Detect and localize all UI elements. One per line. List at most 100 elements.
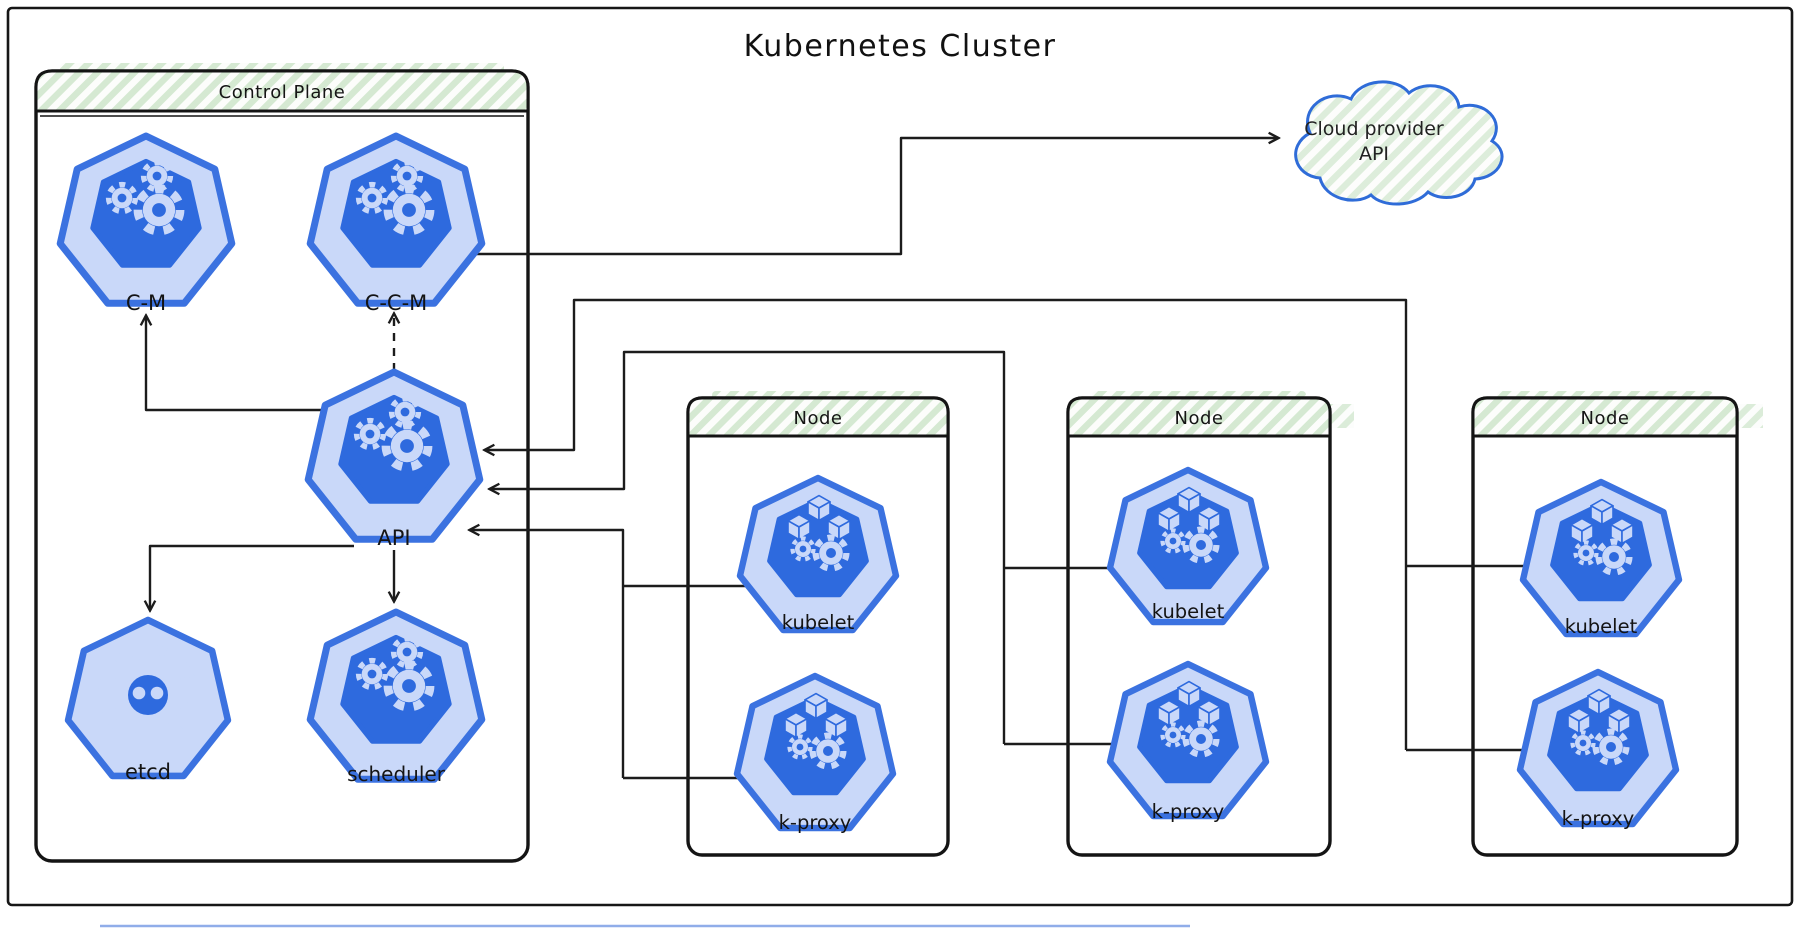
- gear-hole: [400, 407, 410, 417]
- etcd-center: [128, 675, 168, 715]
- etcd-dot: [150, 686, 164, 700]
- gear-hole: [1169, 731, 1177, 739]
- gear-hole: [826, 548, 836, 558]
- connector-api-to-cm: [146, 316, 370, 412]
- cube-face: [1598, 694, 1611, 716]
- control-plane-header: [34, 69, 530, 113]
- node-3-header: [1471, 396, 1739, 438]
- gear-hole: [402, 203, 416, 217]
- gear-hole: [365, 429, 375, 439]
- control-plane-header-label: Control Plane: [219, 82, 346, 103]
- cloud-label-line2: API: [1359, 143, 1389, 165]
- component-k-proxy-1: k-proxy: [733, 672, 897, 834]
- gear-teeth: [133, 184, 185, 236]
- gear-hole: [402, 647, 412, 657]
- gear-teeth: [1570, 730, 1596, 756]
- cube-face: [795, 717, 808, 739]
- component-etcd: etcd: [64, 616, 232, 784]
- component-kubelet-3: kubelet: [1519, 478, 1683, 638]
- cube-face: [798, 519, 811, 541]
- connections: [146, 138, 1530, 780]
- node-3-header-label: Node: [1581, 408, 1630, 429]
- gear-hole: [152, 203, 166, 217]
- gear-teeth: [98, 644, 198, 744]
- connector-api-to-etcd: [150, 544, 354, 610]
- gear-hole: [117, 193, 127, 203]
- gear-teeth: [787, 734, 813, 760]
- cube-face: [1188, 492, 1201, 514]
- gears-icon: [105, 159, 185, 236]
- cubes-gears-icon: [1157, 486, 1221, 564]
- gear-hole: [1196, 540, 1206, 550]
- gear-hole: [367, 669, 377, 679]
- gears-icon: [355, 159, 435, 236]
- component-k-proxy-3: k-proxy: [1516, 668, 1680, 830]
- connector-node3-to-api: [485, 298, 1408, 750]
- gears-icon: [355, 635, 435, 712]
- component-scheduler: scheduler: [306, 608, 486, 786]
- cube-face: [1618, 713, 1631, 735]
- connector-node2-to-api: [490, 350, 1006, 744]
- etcd-icon: [98, 644, 198, 744]
- component-label-k-proxy-1: k-proxy: [779, 811, 852, 834]
- component-label-etcd: etcd: [125, 760, 171, 784]
- gear-teeth: [390, 635, 424, 669]
- gear-hole: [1606, 742, 1616, 752]
- gear-teeth: [1592, 728, 1630, 766]
- connector-node2-stubs: [1004, 566, 1118, 746]
- cube-face: [1581, 523, 1594, 545]
- outer-frame: [6, 6, 1794, 907]
- node-1-header-label: Node: [794, 408, 843, 429]
- connector-node3-stubs: [1406, 564, 1530, 752]
- component-api: API: [304, 368, 484, 550]
- cloud-label-line1: Cloud provider: [1304, 118, 1444, 140]
- gear-teeth: [383, 184, 435, 236]
- gear-teeth: [812, 534, 850, 572]
- gear-hole: [1579, 739, 1587, 747]
- node-2-header-label: Node: [1175, 408, 1224, 429]
- gear-teeth: [140, 159, 174, 193]
- gear-teeth: [105, 181, 139, 215]
- gear-teeth: [383, 660, 435, 712]
- component-label-api: API: [377, 526, 410, 550]
- gear-teeth: [353, 417, 387, 451]
- gear-hole: [799, 545, 807, 553]
- component-c-m: C-M: [56, 132, 236, 315]
- gear-hole: [1609, 552, 1619, 562]
- component-label-c-c-m: C-C-M: [365, 291, 428, 315]
- component-k-proxy-2: k-proxy: [1106, 660, 1270, 823]
- gear-hole: [402, 679, 416, 693]
- gear-teeth: [809, 732, 847, 770]
- gear-teeth: [355, 657, 389, 691]
- gear-teeth: [388, 395, 422, 429]
- gear-hole: [152, 171, 162, 181]
- gear-teeth: [790, 536, 816, 562]
- gear-teeth: [381, 420, 433, 472]
- cube-face: [815, 698, 828, 720]
- cube-face: [1188, 686, 1201, 708]
- gear-hole: [823, 746, 833, 756]
- cube-face: [1208, 705, 1221, 727]
- gear-hole: [1582, 549, 1590, 557]
- component-label-kubelet-2: kubelet: [1152, 600, 1225, 623]
- component-label-c-m: C-M: [126, 291, 166, 315]
- node-1-header: [686, 396, 950, 438]
- cube-face: [1208, 511, 1221, 533]
- gear-teeth: [1160, 722, 1186, 748]
- connector-node1-stubs: [623, 584, 750, 780]
- cube-face: [1168, 705, 1181, 727]
- gear-hole: [796, 743, 804, 751]
- cubes-gears-icon: [787, 494, 851, 572]
- component-label-k-proxy-2: k-proxy: [1152, 800, 1225, 823]
- component-label-scheduler: scheduler: [347, 762, 446, 786]
- cloud-shape: [1294, 80, 1504, 206]
- gear-teeth: [390, 159, 424, 193]
- gear-hole: [400, 439, 414, 453]
- gear-hole: [402, 171, 412, 181]
- cube-face: [1578, 713, 1591, 735]
- component-label-kubelet-3: kubelet: [1565, 615, 1638, 638]
- gear-hole: [1196, 734, 1206, 744]
- cube-face: [1168, 511, 1181, 533]
